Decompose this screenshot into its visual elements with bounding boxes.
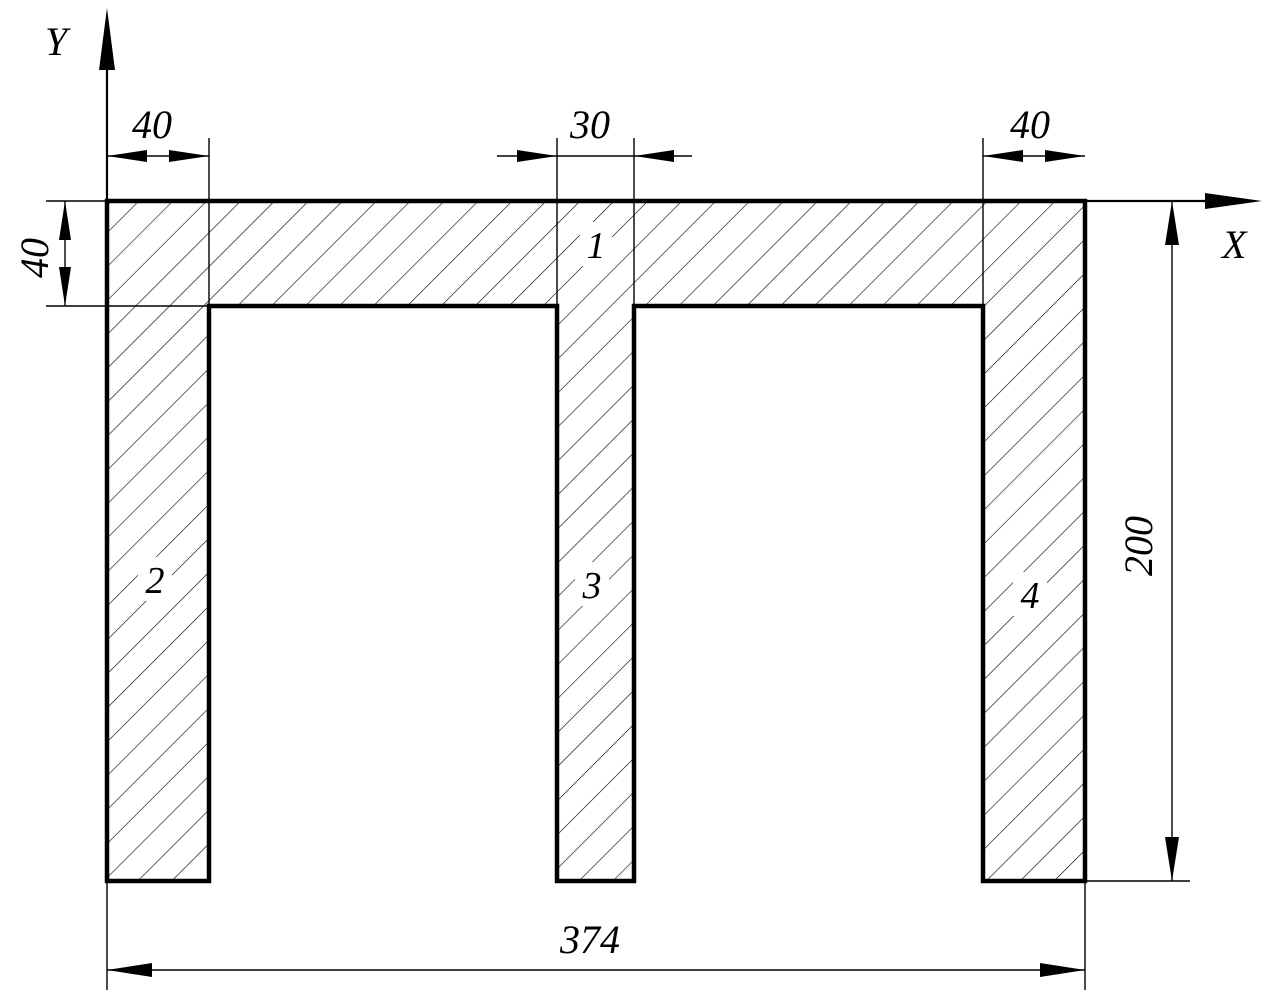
part-4-label: 4 — [1021, 575, 1040, 617]
dimension-middle-leg-width — [497, 150, 692, 162]
x-axis — [1085, 193, 1262, 209]
dimension-total-height — [1165, 201, 1179, 881]
dimension-left-leg-width — [107, 150, 209, 162]
part-3-label: 3 — [582, 565, 602, 607]
extension-lines — [46, 138, 1190, 990]
y-axis — [99, 8, 115, 201]
x-axis-label: X — [1220, 222, 1248, 267]
part-1-label: 1 — [587, 225, 606, 267]
dimension-right-leg-width — [983, 150, 1085, 162]
y-axis-label: Y — [45, 19, 71, 64]
dimension-total-width — [107, 963, 1085, 977]
dimension-flange-thickness — [59, 201, 71, 306]
section-outline — [104, 198, 1088, 884]
middle-leg-width-label: 30 — [569, 102, 610, 147]
part-2-label: 2 — [146, 560, 165, 602]
right-leg-width-label: 40 — [1010, 102, 1050, 147]
total-width-label: 374 — [559, 917, 620, 962]
total-height-label: 200 — [1116, 516, 1161, 576]
flange-thickness-label: 40 — [12, 238, 57, 278]
left-leg-width-label: 40 — [132, 102, 172, 147]
